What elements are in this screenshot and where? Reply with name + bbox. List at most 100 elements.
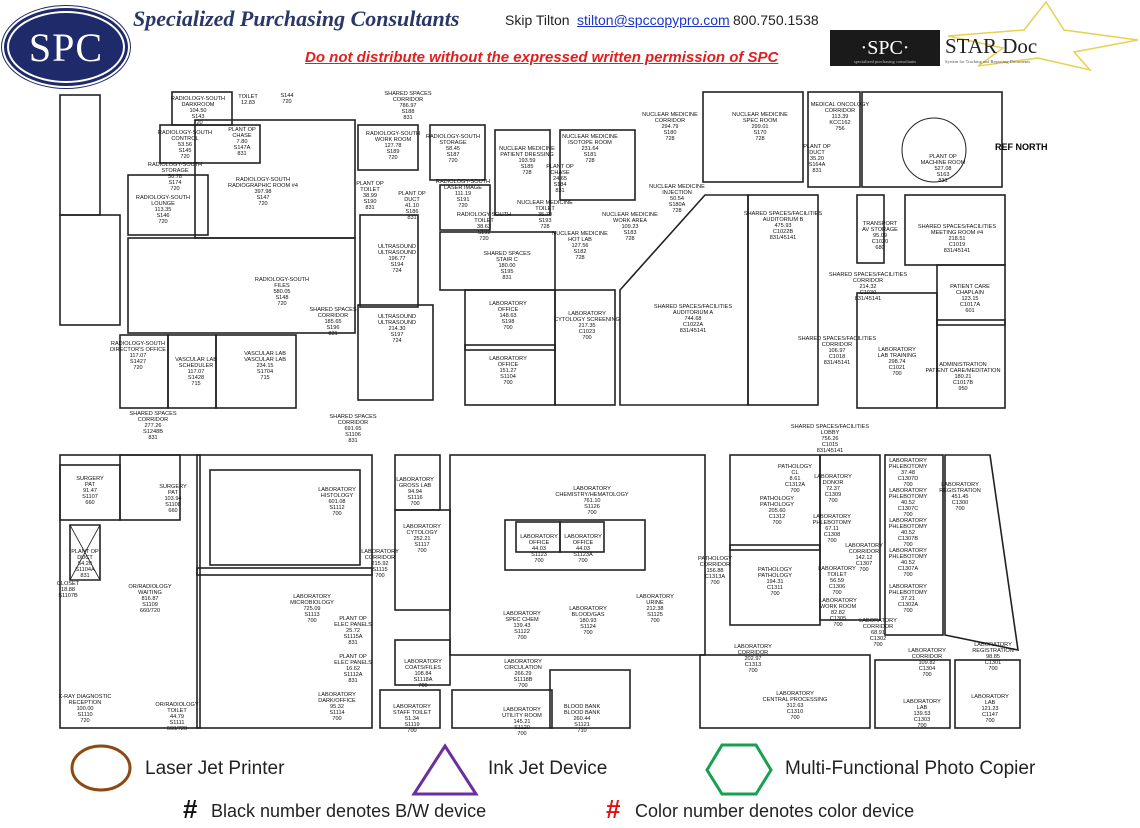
room-label-line: 8.61	[790, 476, 801, 482]
room-label-line: 660/720	[140, 608, 160, 614]
wall	[196, 454, 373, 576]
room-label-line: LABORATORY	[776, 691, 814, 697]
room-label-line: DUCT	[809, 150, 825, 156]
room-label-line: CL	[791, 470, 798, 476]
room-label-line: 51.34	[405, 716, 419, 722]
room-label-line: 180.00	[498, 263, 515, 269]
room-label-line: S192	[477, 230, 490, 236]
room-label-line: OFFICE	[573, 540, 594, 546]
room-label-line: TOILET	[827, 572, 847, 578]
room-label-line: C1307D	[898, 476, 919, 482]
room-label-line: 831	[502, 275, 511, 281]
room-label-line: AUDITORIUM B	[763, 217, 804, 223]
wall	[554, 289, 616, 406]
room-label-line: 831	[328, 331, 337, 337]
room-label-line: C1305	[830, 616, 846, 622]
room-label-line: CENTRAL PROCESSING	[763, 697, 828, 703]
room-label-line: NUCLEAR MEDICINE	[499, 146, 555, 152]
room-label-line: 231.64	[581, 146, 598, 152]
room-label-line: 744.68	[684, 316, 701, 322]
room-label-line: 180.93	[579, 618, 596, 624]
room-label-line: 234.15	[256, 363, 273, 369]
wall	[359, 214, 419, 308]
room-label-line: 831/45141	[817, 448, 843, 454]
room-label-line: PHLEBOTOMY	[889, 464, 928, 470]
room-label-line: S188	[401, 109, 414, 115]
wall	[196, 567, 373, 729]
copier-hexagon-icon	[705, 743, 773, 796]
wall	[699, 654, 871, 729]
room-label-line: 148.63	[499, 313, 516, 319]
room-label-line: 127.56	[571, 243, 588, 249]
wall	[451, 689, 553, 729]
room-label-line: DARK/OFFICE	[318, 698, 356, 704]
room-label-line: SHARED SPACES/FACILITIES	[798, 336, 876, 342]
room-label-line: TOILET	[238, 94, 258, 100]
room-label-line: DUCT	[404, 197, 420, 203]
room-label-line: S187	[446, 152, 459, 158]
room-label-line: PATHOLOGY	[778, 464, 812, 470]
room-label-line: 700	[903, 512, 912, 518]
room-label-line: 728	[755, 136, 764, 142]
room-label-line: 950	[958, 386, 967, 392]
room-label-line: PATHOLOGY	[758, 567, 792, 573]
room-label-line: 761.10	[583, 498, 600, 504]
wall	[856, 194, 885, 264]
room-label-line: PHLEBOTOMY	[889, 554, 928, 560]
contact-email-link[interactable]: stilton@spccopypro.com	[577, 12, 730, 28]
room-label-line: 123.15	[961, 296, 978, 302]
room-label-line: BLOOD BANK	[564, 710, 601, 716]
room-label-line: PHLEBOTOMY	[889, 524, 928, 530]
room-label-line: LABORATORY	[504, 659, 542, 665]
room-label-line: S1116	[407, 495, 422, 501]
room-label-line: 40.52	[901, 500, 915, 506]
room-label-line: 67.11	[825, 526, 839, 532]
legend-copier-label: Multi-Functional Photo Copier	[785, 758, 1036, 779]
room-label-line: SHARED SPACES	[483, 251, 530, 257]
room-label-line: CHASE	[550, 170, 570, 176]
room-label-line: PATHOLOGY	[758, 573, 792, 579]
room-label-line: 700	[770, 591, 779, 597]
room-label-line: C1301	[985, 660, 1001, 666]
room-label-line: 700	[873, 642, 882, 648]
room-label-line: LABORATORY	[819, 598, 857, 604]
room-label-line: C1307	[856, 561, 872, 567]
wall	[127, 237, 356, 334]
room-label-line: PATHOLOGY	[698, 556, 732, 562]
room-label-line: DUCT	[77, 555, 93, 561]
room-label-line: 700	[827, 538, 836, 544]
room-label-line: S1118B	[513, 677, 532, 683]
room-label-line: CHEMISTRY/HEMATOLOGY	[555, 492, 629, 498]
room-label-line: 266.29	[514, 671, 531, 677]
room-label-line: 700	[587, 510, 596, 516]
room-label-line: MEDICAL ONCOLOGY	[811, 102, 870, 108]
room-label-line: LABORATORY	[859, 618, 897, 624]
room-label-line: LABORATORY	[564, 534, 602, 540]
room-label-line: 117.07	[130, 353, 147, 359]
room-label-line: 831	[812, 168, 821, 174]
room-label-line: BLOOD BANK	[564, 704, 601, 710]
room-label-line: CHASE	[232, 133, 252, 139]
room-label-line: 95.09	[873, 233, 887, 239]
room-label-line: 660	[168, 508, 177, 514]
room-label-line: GROSS LAB	[399, 483, 432, 489]
wall	[954, 659, 1021, 729]
room-label-line: 95.32	[330, 704, 344, 710]
room-label-line: 816.87	[141, 596, 158, 602]
room-label-line: 185.65	[324, 319, 341, 325]
room-label-line: SCHEDULER	[179, 363, 214, 369]
